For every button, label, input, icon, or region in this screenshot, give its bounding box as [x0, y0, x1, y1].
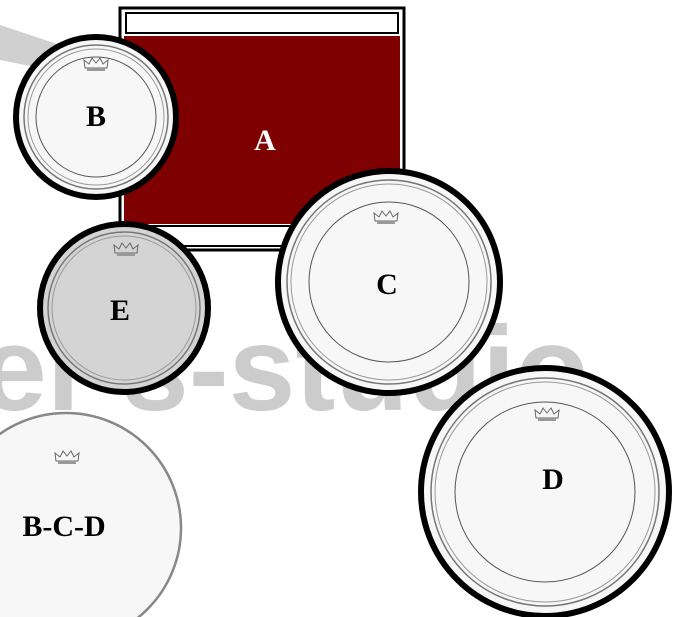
drum-head-c	[275, 168, 503, 396]
drum-head-e	[37, 221, 211, 395]
label-d: D	[542, 463, 564, 496]
drum-head-d	[418, 365, 672, 617]
drum-head-b	[13, 34, 179, 200]
label-b: B	[85, 100, 107, 133]
label-a: A	[254, 124, 276, 157]
drum-head-bcd	[0, 411, 183, 617]
label-bcd: B-C-D	[22, 510, 106, 543]
label-c: C	[376, 268, 398, 301]
label-e: E	[109, 294, 131, 327]
